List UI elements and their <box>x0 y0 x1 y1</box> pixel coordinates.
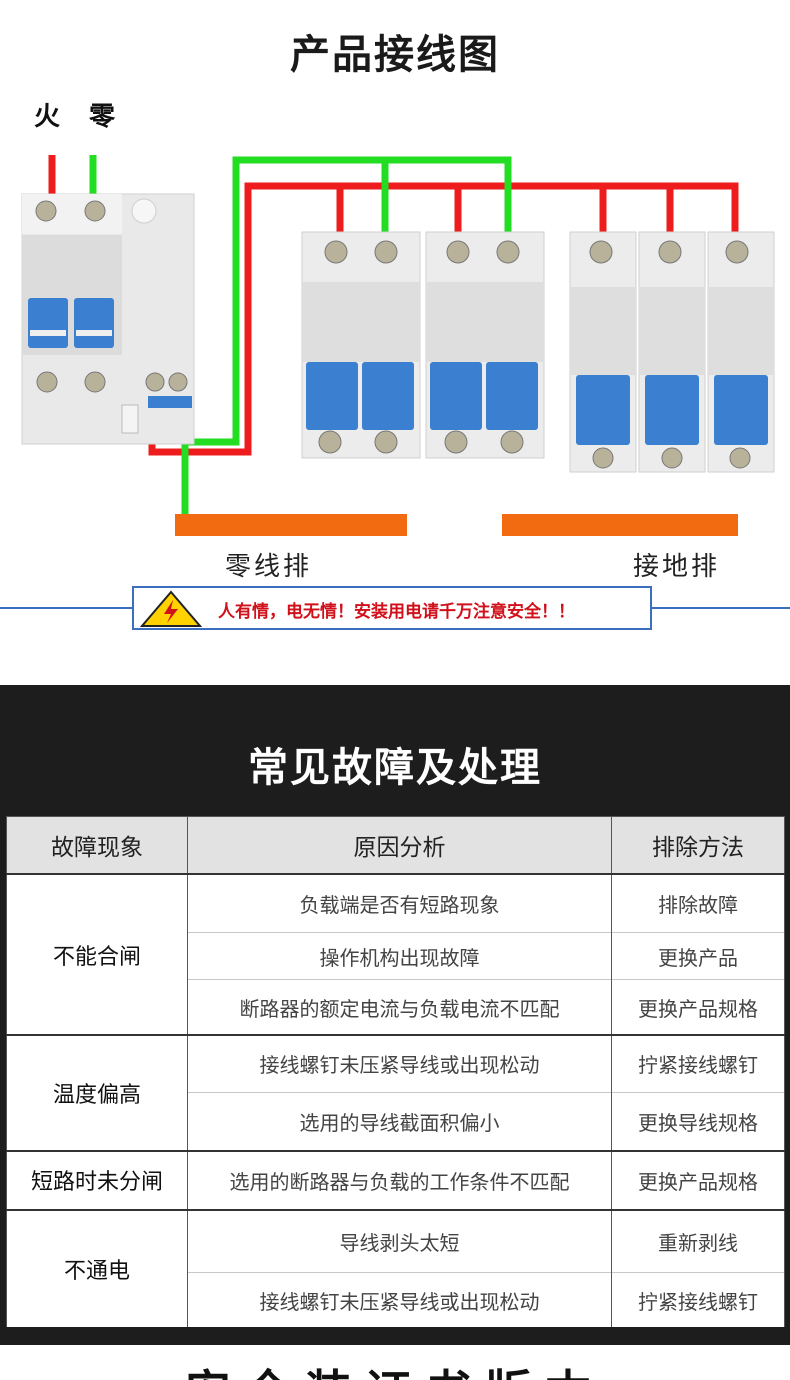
cause-cell: 接线螺钉未压紧导线或出现松动 <box>187 1034 612 1093</box>
fix-cell: 更换导线规格 <box>611 1091 785 1151</box>
cause-cell: 断路器的额定电流与负载电流不匹配 <box>187 979 612 1036</box>
next-section-title: 安全装证书版本 <box>0 1362 790 1380</box>
fix-cell: 更换产品规格 <box>611 1149 785 1211</box>
cause-cell: 选用的导线截面积偏小 <box>187 1091 612 1151</box>
fix-cell: 拧紧接线螺钉 <box>611 1034 785 1093</box>
fix-cell: 更换产品规格 <box>611 979 785 1036</box>
ground-bar-label: 接地排 <box>633 552 721 582</box>
symptom-cell: 温度偏高 <box>6 1034 188 1151</box>
symptom-cell: 不通电 <box>6 1209 188 1327</box>
table-row: 断路器的额定电流与负载电流不匹配 更换产品规格 <box>7 979 785 1036</box>
warning-banner: 人有情，电无情！安装用电请千万注意安全！！ <box>132 586 652 630</box>
table-row: 不通电 导线剥头太短 重新剥线 <box>6 1209 785 1327</box>
cause-cell: 选用的断路器与负载的工作条件不匹配 <box>187 1149 612 1211</box>
fix-cell: 排除故障 <box>611 872 785 933</box>
wiring-diagram <box>21 155 775 536</box>
table-row: 操作机构出现故障 更换产品 <box>7 931 785 980</box>
branch-breaker-2p-b <box>425 231 545 459</box>
fix-cell: 拧紧接线螺钉 <box>611 1272 785 1327</box>
cause-cell: 操作机构出现故障 <box>187 931 612 980</box>
table-row: 温度偏高 接线螺钉未压紧导线或出现松动 拧紧接线螺钉 <box>6 1034 785 1151</box>
faults-title: 常见故障及处理 <box>248 745 542 791</box>
single-pole-breakers <box>569 231 775 473</box>
warning-rule-right <box>650 607 790 609</box>
table-row: 接线螺钉未压紧导线或出现松动 拧紧接线螺钉 <box>7 1272 785 1327</box>
header-cause: 原因分析 <box>187 816 612 875</box>
wiring-section: 产品接线图 火 零 <box>0 0 790 665</box>
table-row: 短路时未分闸 选用的断路器与负载的工作条件不匹配 更换产品规格 <box>6 1149 785 1211</box>
cause-cell: 负载端是否有短路现象 <box>187 872 612 933</box>
table-row: 不能合闸 负载端是否有短路现象 排除故障 <box>6 872 785 1036</box>
header-fix: 排除方法 <box>611 816 785 875</box>
fix-cell: 更换产品 <box>611 931 785 980</box>
fix-cell: 重新剥线 <box>611 1209 785 1273</box>
neutral-bus-bar <box>175 514 407 536</box>
neutral-bar-label: 零线排 <box>225 552 313 582</box>
faults-table: 故障现象 原因分析 排除方法 不能合闸 负载端是否有短路现象 排除故障 操作机构… <box>6 816 785 1327</box>
symptom-cell: 不能合闸 <box>6 872 188 1036</box>
ground-bus-bar <box>502 514 738 536</box>
wiring-title: 产品接线图 <box>290 32 500 78</box>
main-breaker <box>21 193 195 445</box>
branch-breaker-2p-a <box>301 231 421 459</box>
table-row: 选用的导线截面积偏小 更换导线规格 <box>7 1091 785 1151</box>
high-voltage-icon <box>140 590 202 627</box>
phase-labels: 火 零 <box>34 102 126 132</box>
symptom-cell: 短路时未分闸 <box>6 1149 188 1211</box>
warning-rule-left <box>0 607 134 609</box>
cause-cell: 导线剥头太短 <box>187 1209 612 1273</box>
warning-text: 人有情，电无情！安装用电请千万注意安全！！ <box>218 602 575 622</box>
cause-cell: 接线螺钉未压紧导线或出现松动 <box>187 1272 612 1327</box>
header-symptom: 故障现象 <box>6 816 188 875</box>
